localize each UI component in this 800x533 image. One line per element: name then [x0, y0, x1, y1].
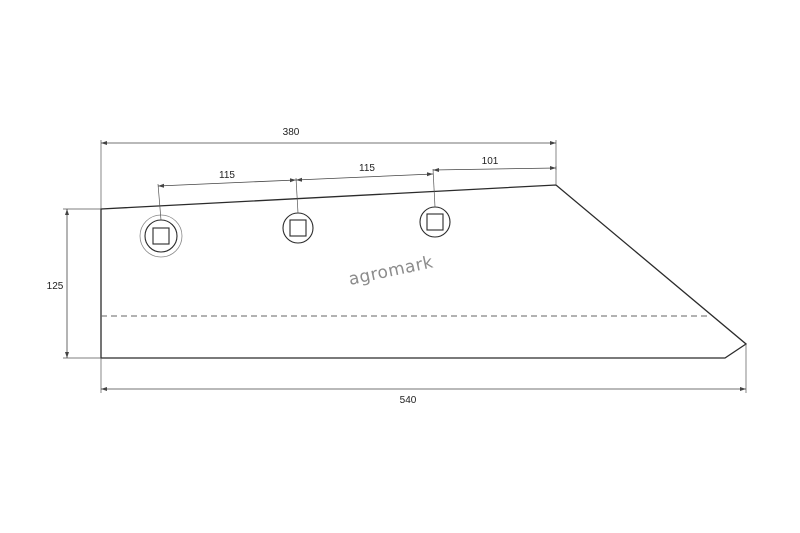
watermark-text: agromark	[347, 252, 435, 289]
hole-1-ring	[144, 219, 178, 253]
hole-spacing-1-label: 115	[219, 170, 235, 181]
hole-1-square	[152, 227, 170, 245]
blade-outline	[100, 184, 748, 359]
hole-2-ring	[282, 212, 314, 244]
mounting-hole-3	[419, 206, 451, 238]
dimension-top-length: 380	[100, 127, 557, 209]
dimension-overall-length-label: 540	[400, 395, 417, 406]
dimension-height: 125	[47, 208, 101, 359]
hole-3-ring	[419, 206, 451, 238]
hole-to-tip-label: 101	[482, 156, 499, 167]
hole-3-square	[426, 213, 444, 231]
dimension-overall-length: 540	[100, 344, 747, 406]
hole-2-square	[289, 219, 307, 237]
mounting-hole-1	[139, 214, 183, 258]
dimension-hole-spacing: 115 115 101	[157, 156, 557, 221]
hole-1-countersink-ring	[139, 214, 183, 258]
dimension-top-length-label: 380	[283, 127, 300, 138]
hole-spacing-2-label: 115	[359, 163, 375, 174]
dimension-height-label: 125	[47, 281, 64, 292]
mounting-hole-2	[282, 212, 314, 244]
